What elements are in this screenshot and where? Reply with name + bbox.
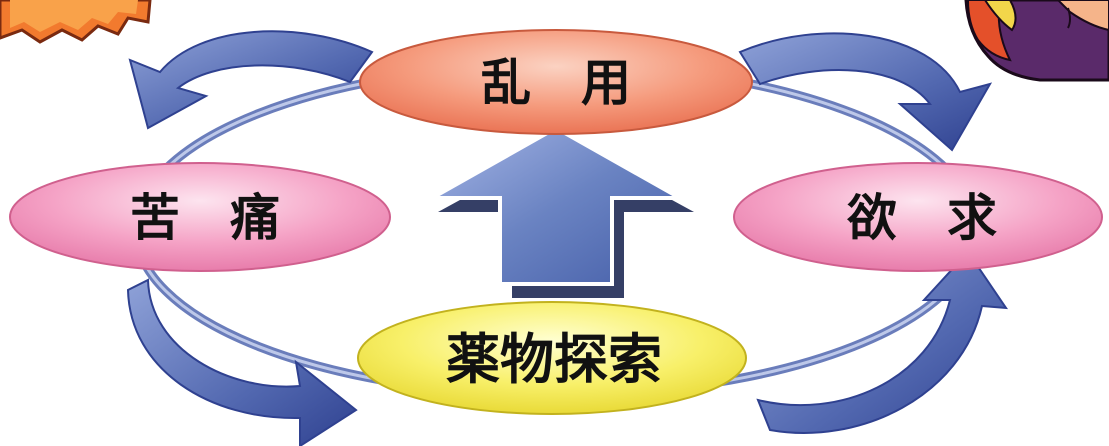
node-bottom-label: 薬物探索 — [446, 328, 662, 391]
node-top-abuse: 乱 用 — [359, 29, 753, 135]
node-left-label: 苦 痛 — [130, 189, 280, 247]
center-up-arrow — [424, 125, 694, 298]
orange-burst-decoration — [0, 0, 152, 44]
cycle-arrow-top-to-left — [128, 30, 374, 130]
node-bottom-drug-seeking: 薬物探索 — [357, 301, 747, 415]
cycle-arrow-top-to-right — [738, 32, 993, 152]
node-left-pain: 苦 痛 — [9, 162, 391, 272]
cartoon-character-decoration — [964, 0, 1109, 82]
node-right-craving: 欲 求 — [733, 162, 1103, 272]
cycle-arrow-left-to-bottom — [126, 278, 358, 446]
cycle-arrow-bottom-to-right — [756, 250, 1009, 434]
node-right-label: 欲 求 — [846, 189, 997, 247]
node-top-label: 乱 用 — [481, 54, 631, 112]
